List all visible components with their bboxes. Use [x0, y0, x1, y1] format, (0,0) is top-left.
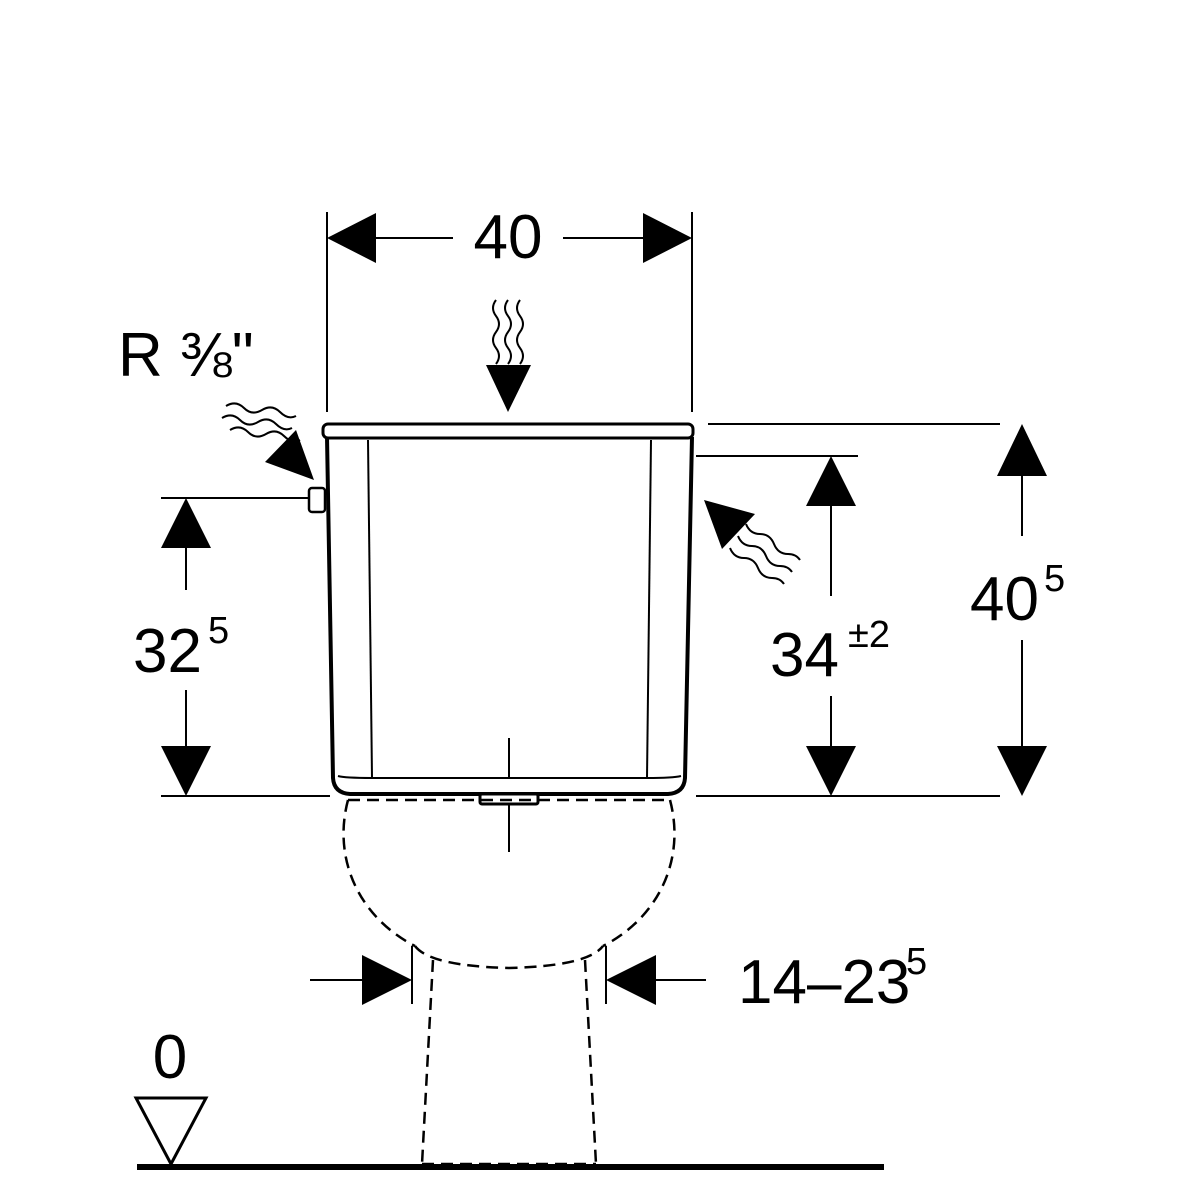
side-overflow-arrow	[704, 500, 755, 549]
floor-level-triangle-icon	[133, 1096, 209, 1168]
cistern	[307, 422, 695, 806]
pipe-distance-arrow-left	[362, 955, 412, 1005]
overflow-height-dimension: 34 ±2	[696, 455, 1000, 797]
total-height-arrow-up	[997, 424, 1047, 476]
overflow-height-arrow-down	[806, 746, 856, 796]
inlet-height-arrow-up	[161, 498, 211, 548]
pipe-distance-base: 14–23	[738, 948, 910, 1017]
width-dimension: 40	[326, 203, 693, 412]
top-inlet-symbol	[486, 299, 531, 412]
overflow-height-base: 34	[770, 621, 839, 690]
top-inlet-arrow	[486, 365, 531, 412]
pipe-distance-dimension: 14–23 5	[310, 941, 927, 1017]
total-height-arrow-down	[997, 746, 1047, 796]
side-inlet-symbol	[221, 402, 314, 480]
total-height-base: 40	[970, 565, 1039, 634]
floor-level: 0	[133, 1023, 884, 1170]
width-arrow-right	[643, 213, 692, 263]
inlet-height-arrow-down	[161, 746, 211, 796]
inlet-height-dimension: 32 5	[133, 497, 330, 797]
inlet-height-base: 32	[133, 617, 202, 686]
inlet-height-sup: 5	[208, 610, 229, 652]
side-overflow-symbol	[704, 500, 801, 585]
overflow-height-sup: ±2	[848, 614, 890, 656]
inlet-thread-label: R ⅜"	[118, 321, 254, 390]
total-height-sup: 5	[1044, 558, 1065, 600]
overflow-height-arrow-up	[806, 456, 856, 506]
cistern-lid	[321, 422, 695, 440]
side-inlet-arrow	[265, 430, 314, 480]
inlet-valve-connector	[307, 486, 327, 514]
floor-level-label: 0	[153, 1023, 187, 1092]
pipe-distance-sup: 5	[906, 941, 927, 983]
total-height-dimension: 40 5	[708, 423, 1065, 796]
width-arrow-left	[327, 213, 376, 263]
width-label: 40	[474, 203, 543, 272]
pipe-distance-arrow-right	[606, 955, 656, 1005]
